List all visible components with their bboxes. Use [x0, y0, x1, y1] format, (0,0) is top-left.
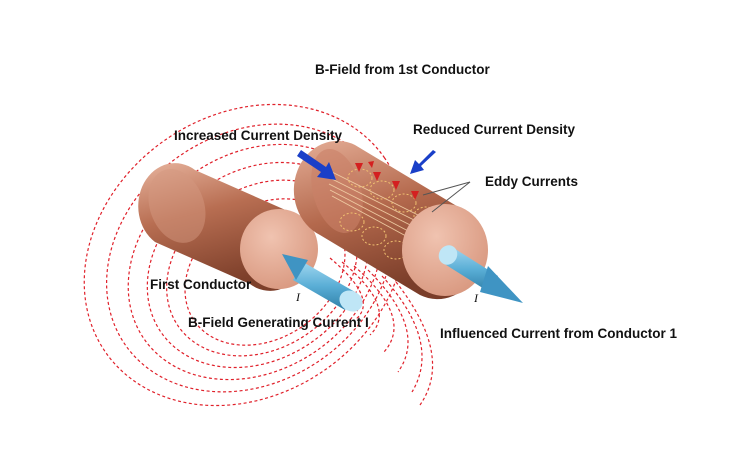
b-field-lines-front: [329, 257, 434, 406]
first-conductor: [138, 163, 318, 291]
eddy-current-arrows: [355, 161, 419, 200]
first-conductor-label: First Conductor: [150, 277, 252, 292]
reduced-density-label: Reduced Current Density: [413, 122, 576, 137]
b-field-title: B-Field from 1st Conductor: [315, 62, 490, 77]
generating-current-label: B-Field Generating Current I: [188, 315, 369, 330]
current-direction-arrow-icon: [282, 254, 363, 312]
current-symbol-second: I: [474, 291, 478, 305]
increased-density-label: Increased Current Density: [174, 128, 343, 143]
eddy-currents-leader-lines: [422, 181, 471, 213]
blue-pointer-arrow-icon: [297, 150, 436, 180]
influenced-current-arrow-icon: [438, 245, 523, 303]
eddy-currents-label: Eddy Currents: [485, 174, 579, 189]
influenced-current-label: Influenced Current from Conductor 1: [440, 326, 678, 341]
current-symbol-first: I: [296, 290, 300, 304]
